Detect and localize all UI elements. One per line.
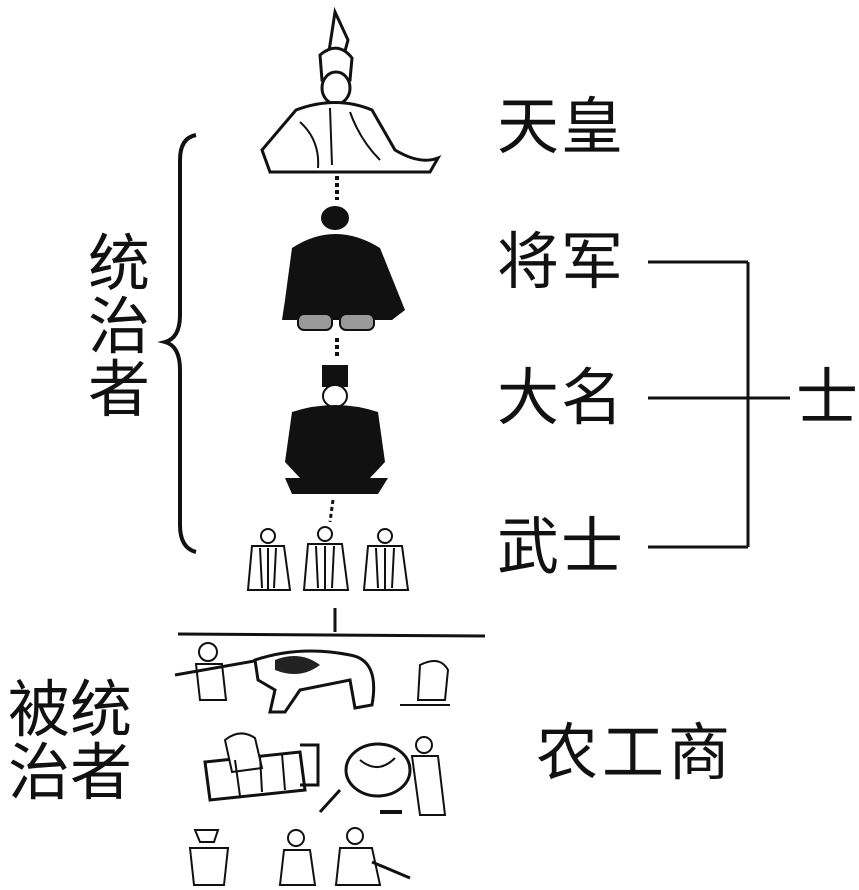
commoners-label: 农工商 xyxy=(536,716,735,789)
divider-line xyxy=(177,632,486,638)
connector-line xyxy=(328,499,335,523)
emperor-figure xyxy=(260,6,442,174)
tenno-label: 天皇 xyxy=(497,90,626,163)
samurai-class-bracket xyxy=(648,260,790,549)
bushi-figures xyxy=(246,526,410,591)
artisan-scene xyxy=(203,732,320,802)
ruled-group-label: 被统治者 xyxy=(7,673,132,810)
ruler-brace xyxy=(157,133,197,554)
merchant-scene xyxy=(318,736,447,816)
daimyo-figure xyxy=(285,365,388,494)
farmer-scene xyxy=(174,642,450,714)
shogun-label: 将军 xyxy=(497,225,626,298)
ruling-group-label: 统治者 xyxy=(87,227,150,427)
bushi-label: 武士 xyxy=(497,510,626,583)
commoner-figures-bottom xyxy=(188,827,411,886)
shogun-figure xyxy=(282,206,405,331)
samurai-class-label: 士 xyxy=(796,361,859,434)
daimyo-label: 大名 xyxy=(497,361,626,434)
